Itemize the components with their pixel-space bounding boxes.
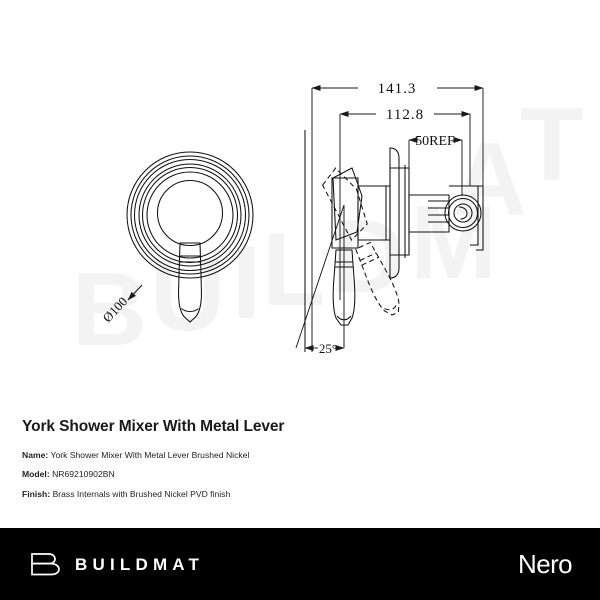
svg-text:M: M xyxy=(410,185,497,301)
lever-handle-side-ghost xyxy=(355,241,400,316)
spec-label-finish: Finish: xyxy=(22,488,51,499)
spec-label-name: Name: xyxy=(22,449,49,460)
lever-ghost-tip xyxy=(384,302,398,311)
spec-label-model: Model: xyxy=(22,469,50,480)
svg-text:U: U xyxy=(150,237,225,353)
lever-handle-side xyxy=(332,249,356,326)
cartridge-bracket xyxy=(449,185,479,246)
nero-wordmark: Nero xyxy=(518,549,573,579)
escutcheon-ring-3 xyxy=(133,158,247,272)
side-view xyxy=(304,130,484,352)
svg-text:T: T xyxy=(520,87,584,203)
buildmat-wordmark: BUILDMAT xyxy=(75,554,205,574)
dimension-112-8 xyxy=(339,111,471,300)
valve-cartridge-slot xyxy=(458,206,468,220)
dimension-label-50ref: 50REF xyxy=(415,134,455,149)
buildmat-brand: BUILDMAT xyxy=(30,551,204,577)
dimension-label-112-8: 112.8 xyxy=(386,107,424,123)
lever-handle-front xyxy=(178,242,202,323)
lever-rotated-ghost xyxy=(321,167,400,316)
angle-ray-rotated xyxy=(295,204,345,349)
valve-cartridge-outer xyxy=(444,194,482,232)
escutcheon-outer-ring xyxy=(126,151,254,279)
valve-cartridge-inner xyxy=(453,203,473,223)
spec-row-model: Model: NR69210902BN xyxy=(22,469,578,481)
buildmat-logo-icon xyxy=(31,553,60,576)
escutcheon-ring-6 xyxy=(146,171,234,259)
spec-value-name: York Shower Mixer With Metal Lever Brush… xyxy=(50,449,250,460)
svg-text:L: L xyxy=(262,212,326,328)
spec-value-model: NR69210902BN xyxy=(52,469,115,480)
escutcheon-ring-4 xyxy=(138,163,242,267)
lever-tip-line xyxy=(181,308,199,313)
footer-brand-bar: BUILDMAT Nero xyxy=(0,528,600,600)
technical-drawing: B U I L D M A T xyxy=(72,81,584,368)
product-info-block: York Shower Mixer With Metal Lever Name:… xyxy=(0,400,600,528)
lever-ghost-collar-1 xyxy=(359,252,377,261)
mixer-recess-block xyxy=(331,177,359,249)
spec-row-finish: Finish: Brass Internals with Brushed Nic… xyxy=(22,489,578,501)
angle-label-25: 25° xyxy=(319,341,337,356)
spindle-shaft xyxy=(408,194,450,233)
angle-dimension-25 xyxy=(295,204,345,351)
dimension-141-3 xyxy=(311,85,484,352)
lever-ghost-collar-2 xyxy=(361,256,379,266)
cartridge-bracket-edge xyxy=(476,185,484,251)
dimension-50ref xyxy=(408,137,463,196)
svg-text:D: D xyxy=(330,199,405,315)
page-title: York Shower Mixer With Metal Lever xyxy=(22,418,285,435)
diameter-leader-line xyxy=(127,284,143,301)
svg-text:B: B xyxy=(72,252,153,368)
escutcheon-inner-dome xyxy=(156,179,224,247)
lever-pivot-body-ghost xyxy=(321,167,368,241)
svg-text:A: A xyxy=(452,122,527,238)
dimension-label-141-3: 141.3 xyxy=(378,81,417,97)
cover-plate-body xyxy=(389,167,410,256)
spec-row-name: Name: York Shower Mixer With Metal Lever… xyxy=(22,450,578,462)
spec-value-finish: Brass Internals with Brushed Nickel PVD … xyxy=(52,488,231,499)
cover-plate xyxy=(389,147,400,279)
front-view xyxy=(126,151,254,323)
escutcheon-ring-2 xyxy=(130,155,250,275)
